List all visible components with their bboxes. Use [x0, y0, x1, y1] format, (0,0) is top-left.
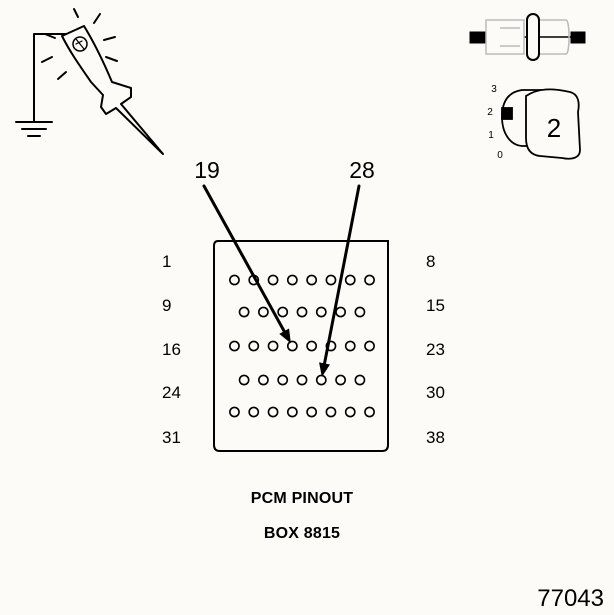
- callout-arrowhead-19: [279, 328, 291, 344]
- pin-37: [344, 406, 356, 418]
- pin-27: [296, 374, 308, 386]
- pin-11: [277, 306, 289, 318]
- pin-31: [229, 406, 240, 418]
- pin-19: [286, 340, 298, 352]
- pin-23: [364, 340, 375, 352]
- pin-4: [286, 274, 298, 286]
- pin-29: [335, 374, 346, 386]
- callout-arrowhead-28: [319, 362, 330, 378]
- diagram-title: PCM PINOUT: [250, 490, 354, 507]
- pin-17: [248, 340, 260, 352]
- pin-32: [248, 406, 260, 418]
- pin-38: [364, 406, 375, 418]
- pin-33: [267, 406, 279, 418]
- pin-28: [315, 374, 327, 386]
- pin-35: [306, 406, 318, 418]
- pin-3: [267, 274, 279, 286]
- row-label-left-16: 16: [162, 340, 181, 359]
- pin-34: [286, 406, 298, 418]
- pin-36: [325, 406, 337, 418]
- connector-icon: [469, 13, 586, 61]
- pin-25: [257, 374, 269, 386]
- ignition-position-1: 1: [488, 130, 494, 141]
- pin-9: [238, 306, 250, 318]
- row-label-right-8: 8: [426, 252, 435, 271]
- pin-30: [354, 374, 366, 386]
- ignition-switch-icon: [501, 88, 581, 160]
- pin-20: [306, 340, 318, 352]
- callout-label-28: 28: [349, 157, 375, 183]
- pin-7: [344, 274, 356, 286]
- callout-arrow-28: [322, 184, 361, 369]
- row-label-left-9: 9: [162, 296, 171, 315]
- figure-number: 77043: [537, 585, 604, 612]
- pcm-connector-face: [213, 240, 389, 452]
- pin-12: [296, 306, 308, 318]
- pin-22: [344, 340, 356, 352]
- pin-grid: [229, 274, 375, 418]
- pin-6: [325, 274, 337, 286]
- row-labels: 1 8 9 15 16 23 24 30 31 38: [162, 252, 445, 447]
- pin-10: [257, 306, 269, 318]
- pin-5: [306, 274, 318, 286]
- callout-arrow-19: [202, 184, 288, 337]
- ignition-position-3: 3: [491, 84, 497, 95]
- pin-8: [364, 274, 375, 286]
- row-label-right-15: 15: [426, 296, 445, 315]
- pin-18: [267, 340, 279, 352]
- test-lamp-icon: [15, 8, 164, 155]
- row-label-right-30: 30: [426, 383, 445, 402]
- pin-14: [335, 306, 346, 318]
- row-label-right-23: 23: [426, 340, 445, 359]
- pin-24: [238, 374, 250, 386]
- row-label-right-38: 38: [426, 428, 445, 447]
- ignition-position-0: 0: [497, 150, 503, 161]
- ignition-position-2: 2: [487, 107, 493, 118]
- callout-label-19: 19: [194, 157, 220, 183]
- diagram-subtitle: BOX 8815: [263, 525, 341, 542]
- row-label-left-24: 24: [162, 383, 181, 402]
- pin-16: [229, 340, 240, 352]
- row-label-left-1: 1: [162, 252, 171, 271]
- pin-15: [354, 306, 366, 318]
- key-position-label: 2: [547, 113, 561, 143]
- pin-13: [315, 306, 327, 318]
- row-label-left-31: 31: [162, 428, 181, 447]
- pin-26: [277, 374, 289, 386]
- pin-1: [229, 274, 240, 286]
